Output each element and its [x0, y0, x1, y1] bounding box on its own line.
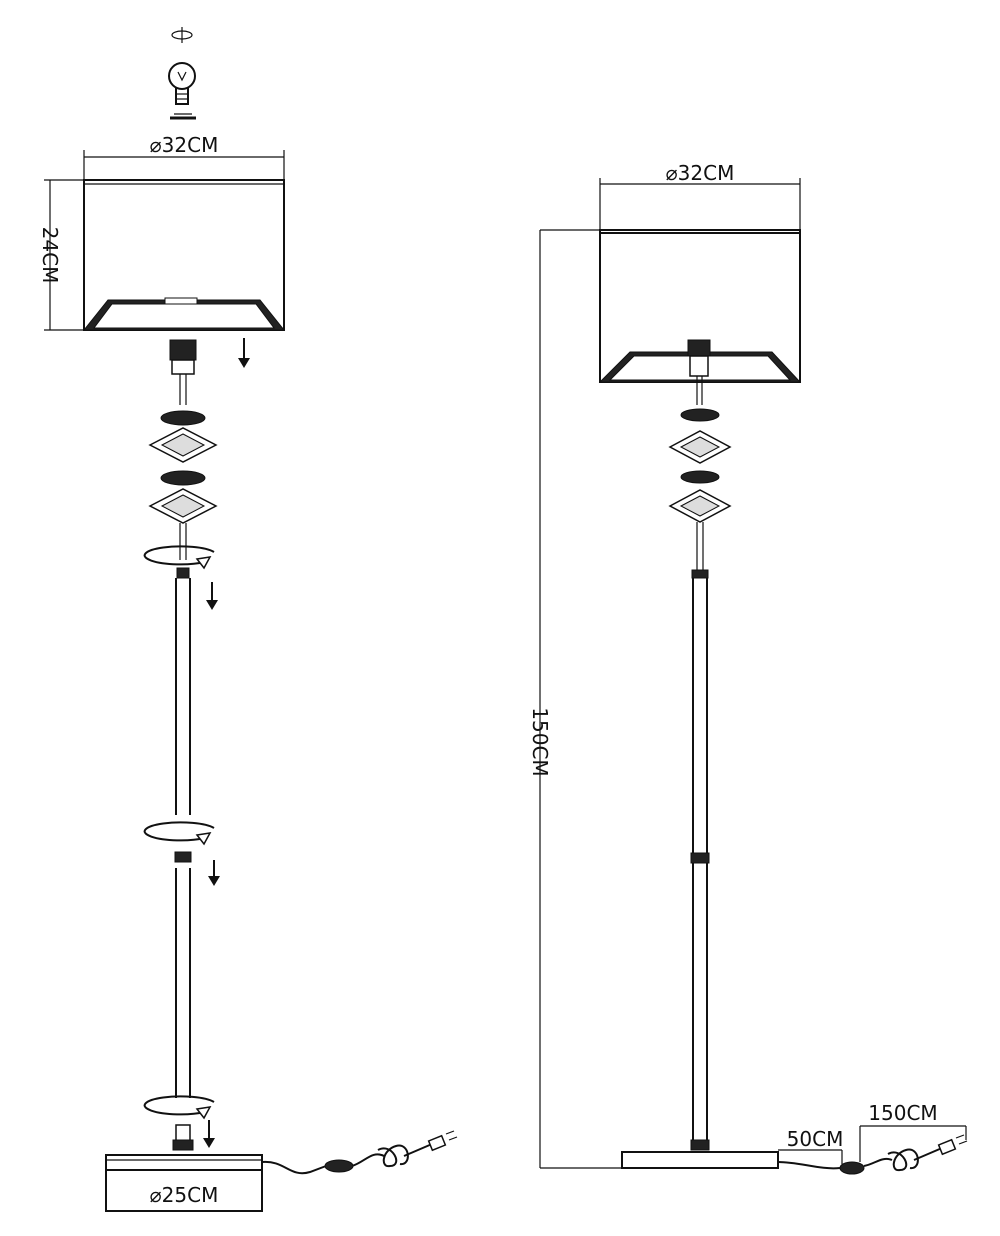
shade-diameter-dimension: ⌀32CM [83, 133, 285, 182]
crystal-ornaments [148, 410, 218, 560]
bulb-icon [168, 62, 196, 120]
plug-icon [403, 1130, 458, 1157]
left-exploded-view: ⌀32CM 24CM [38, 27, 458, 1212]
total-height-label: 150CM [528, 707, 552, 776]
lower-pole [174, 851, 192, 1098]
arrow-down-icon [203, 1120, 215, 1148]
switch-icon [324, 1159, 354, 1173]
base-diameter-label: ⌀25CM [150, 1183, 219, 1207]
lamp-socket [169, 339, 197, 405]
lamp-base: ⌀25CM [105, 1124, 263, 1212]
shade-height-dimension: 24CM [38, 179, 84, 331]
arrow-down-icon [238, 338, 250, 368]
twist-arrow-icon [143, 545, 215, 570]
switch-icon [839, 1161, 865, 1175]
shade-diameter-dimension: ⌀32CM [599, 161, 801, 232]
shade-diameter-label: ⌀32CM [666, 161, 735, 185]
cord-to-switch-label: 50CM [787, 1127, 844, 1151]
shade-height-label: 24CM [38, 227, 62, 284]
plug-icon [913, 1134, 968, 1161]
twist-arrow-icon [143, 1095, 215, 1120]
lamp-shade [82, 179, 286, 331]
right-assembled-view: ⌀32CM 150CM [528, 161, 968, 1175]
cord-to-switch-dimension: 50CM [778, 1127, 843, 1164]
rotate-icon [171, 27, 193, 43]
upper-pole [175, 567, 191, 815]
twist-arrow-icon [143, 821, 215, 846]
arrow-down-icon [208, 860, 220, 886]
lamp-shade [598, 229, 802, 383]
lamp-pole [690, 569, 710, 1151]
switch-to-plug-label: 150CM [868, 1101, 937, 1125]
total-height-dimension: 150CM [528, 229, 622, 1169]
shade-diameter-label: ⌀32CM [150, 133, 219, 157]
arrow-down-icon [206, 582, 218, 610]
switch-to-plug-dimension: 150CM [859, 1101, 967, 1162]
lamp-base [621, 1151, 779, 1169]
crystal-ornaments [668, 376, 732, 570]
